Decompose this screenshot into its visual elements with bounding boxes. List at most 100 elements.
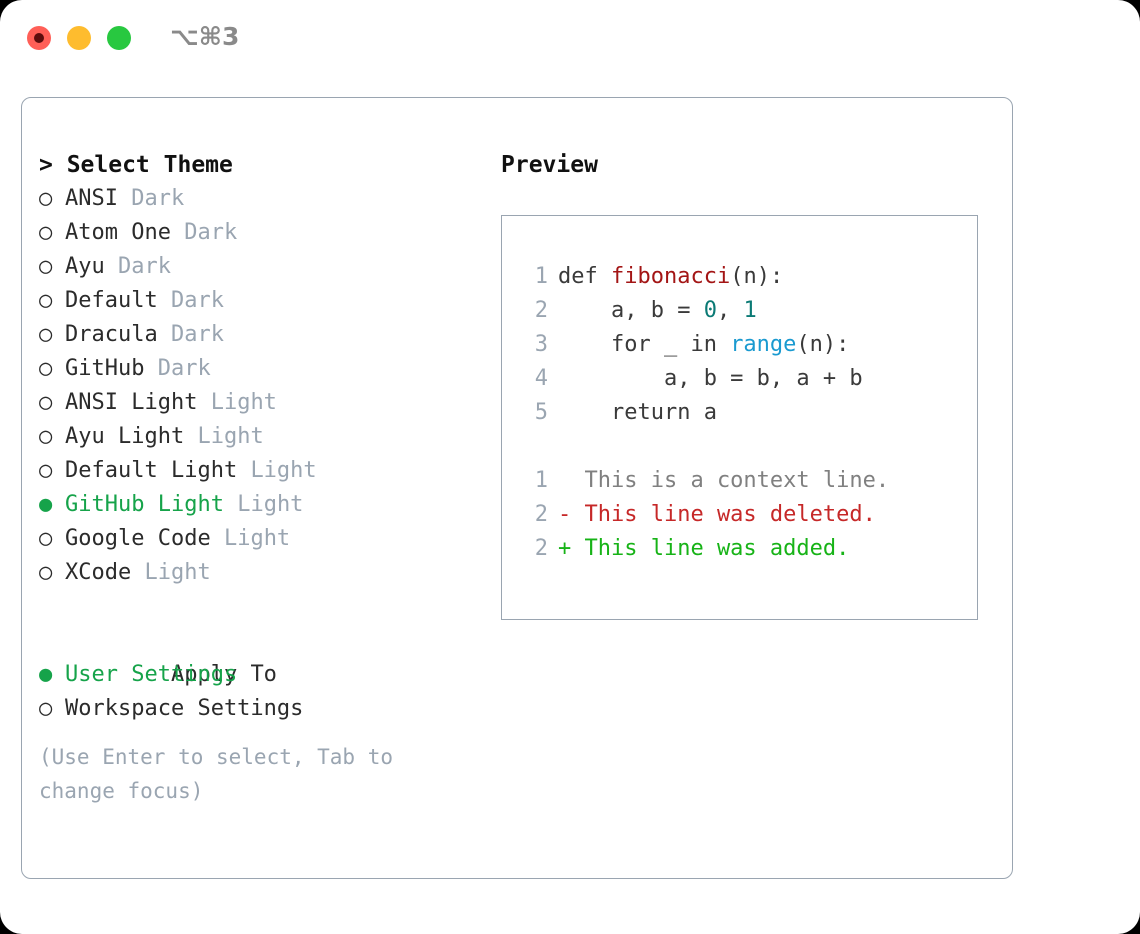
title-bar: ⌥⌘3	[0, 0, 1140, 78]
theme-name: ANSI Light	[65, 390, 198, 415]
code-line: 1 def fibonacci(n):	[520, 260, 977, 294]
code-token: + This line was added.	[558, 536, 850, 561]
code-token: a, b = b, a + b	[558, 366, 863, 391]
line-number: 5	[534, 400, 548, 425]
radio-selected-icon: ●	[39, 492, 53, 517]
theme-name: Atom One	[65, 220, 171, 245]
theme-variant-badge: Light	[237, 492, 304, 517]
theme-variant-badge: Light	[210, 390, 277, 415]
theme-list-item[interactable]: ○XCode Light	[39, 556, 489, 590]
radio-unselected-icon: ○	[39, 186, 53, 211]
theme-variant-badge: Light	[144, 560, 211, 585]
code-token: 0	[703, 298, 717, 323]
code-token: 1	[743, 298, 757, 323]
code-spacer	[520, 430, 977, 464]
code-line: 5 return a	[520, 396, 977, 430]
radio-unselected-icon: ○	[39, 696, 53, 721]
keyboard-hint-text: (Use Enter to select, Tab to change focu…	[39, 745, 406, 803]
code-token: (n):	[730, 264, 784, 289]
code-line: 2 a, b = 0, 1	[520, 294, 977, 328]
theme-variant-badge: Dark	[118, 254, 171, 279]
theme-list-item[interactable]: ○ Ayu Dark	[39, 250, 489, 284]
theme-variant-badge: Light	[250, 458, 317, 483]
theme-list-item[interactable]: ○ Default Dark	[39, 284, 489, 318]
code-token: - This line was deleted.	[558, 502, 876, 527]
radio-unselected-icon: ○	[39, 390, 53, 415]
theme-list-item[interactable]: ○ GitHub Dark	[39, 352, 489, 386]
theme-name: Ayu	[65, 254, 105, 279]
window-controls	[27, 26, 131, 50]
theme-name: Default Light	[65, 458, 238, 483]
preview-heading: Preview	[501, 152, 598, 178]
diff-line: 2 + This line was added.	[520, 532, 977, 566]
select-theme-heading: > Select Theme	[39, 152, 233, 178]
apply-to-heading-label: Apply To	[170, 662, 277, 687]
radio-selected-icon: ●	[39, 662, 53, 687]
line-number: 4	[534, 366, 548, 391]
radio-unselected-icon: ○	[39, 356, 53, 381]
theme-name: XCode	[65, 560, 132, 585]
theme-list-item[interactable]: ○Dracula Dark	[39, 318, 489, 352]
theme-name: GitHub	[65, 356, 145, 381]
code-token: a, b =	[558, 298, 704, 323]
line-number: 2	[534, 298, 548, 323]
close-button[interactable]	[27, 26, 51, 50]
theme-list-item[interactable]: ● GitHub Light Light	[39, 488, 489, 522]
radio-unselected-icon: ○	[39, 458, 53, 483]
apply-to-option-label: Workspace Settings	[65, 696, 304, 721]
apply-to-option-label: User Settings	[65, 662, 238, 687]
theme-variant-badge: Dark	[131, 186, 185, 211]
theme-variant-badge: Dark	[184, 220, 238, 245]
theme-name: GitHub Light	[65, 492, 224, 517]
apply-to-heading-row: ○Apply To	[39, 624, 489, 687]
theme-list-item[interactable]: ○ ANSI Light Light	[39, 386, 489, 420]
theme-list-item[interactable]: ○ Ayu Light Light	[39, 420, 489, 454]
radio-unselected-icon: ○	[39, 424, 53, 449]
theme-variant-badge: Dark	[170, 322, 224, 347]
apply-to-option[interactable]: ● User Settings	[39, 658, 489, 692]
code-line: 3 for _ in range(n):	[520, 328, 977, 362]
theme-list-item[interactable]: ○Atom One Dark	[39, 216, 489, 250]
code-token: range	[730, 332, 797, 357]
code-token: (n):	[796, 332, 850, 357]
minimize-button[interactable]	[67, 26, 91, 50]
theme-name: Default	[65, 288, 158, 313]
content-panel: > Select Theme ○ANSI Dark○Atom One Dark○…	[21, 97, 1013, 879]
theme-list-item[interactable]: ○ Default Light Light	[39, 454, 489, 488]
apply-to-list[interactable]: ● User Settings ○ Workspace Settings	[39, 658, 489, 726]
code-token: fibonacci	[610, 264, 731, 289]
zoom-button[interactable]	[107, 26, 131, 50]
code-token: def	[558, 264, 611, 289]
theme-name: ANSI	[65, 186, 118, 211]
code-token: ,	[716, 298, 744, 323]
theme-variant-badge: Dark	[157, 356, 211, 381]
line-number: 2	[534, 536, 548, 561]
code-token: return a	[558, 400, 717, 425]
line-number: 2	[534, 502, 548, 527]
line-number: 3	[534, 332, 548, 357]
list-spacer	[39, 590, 489, 624]
line-number: 1	[534, 264, 548, 289]
theme-variant-badge: Dark	[170, 288, 224, 313]
theme-list-item[interactable]: ○ ANSI Dark	[39, 182, 489, 216]
apply-to-option[interactable]: ○ Workspace Settings	[39, 692, 489, 726]
diff-sample: 1 This is a context line. 2 - This line wa…	[520, 464, 977, 566]
diff-line: 2 - This line was deleted.	[520, 498, 977, 532]
theme-variant-badge: Light	[197, 424, 264, 449]
code-token: for _ in	[558, 332, 731, 357]
code-line: 4 a, b = b, a + b	[520, 362, 977, 396]
radio-unselected-icon: ○	[39, 526, 53, 551]
radio-unselected-icon: ○	[39, 254, 53, 279]
line-number: 1	[534, 468, 548, 493]
keyboard-shortcut-label: ⌥⌘3	[170, 22, 240, 51]
code-token: This is a context line.	[558, 468, 890, 493]
radio-unselected-icon: ○	[39, 288, 53, 313]
theme-name: Ayu Light	[65, 424, 185, 449]
theme-name: Google Code	[65, 526, 211, 551]
theme-list[interactable]: ○ANSI Dark○Atom One Dark○Ayu Dark○Defaul…	[39, 182, 489, 590]
theme-list-item[interactable]: ○Google Code Light	[39, 522, 489, 556]
theme-name: Dracula	[65, 322, 158, 347]
